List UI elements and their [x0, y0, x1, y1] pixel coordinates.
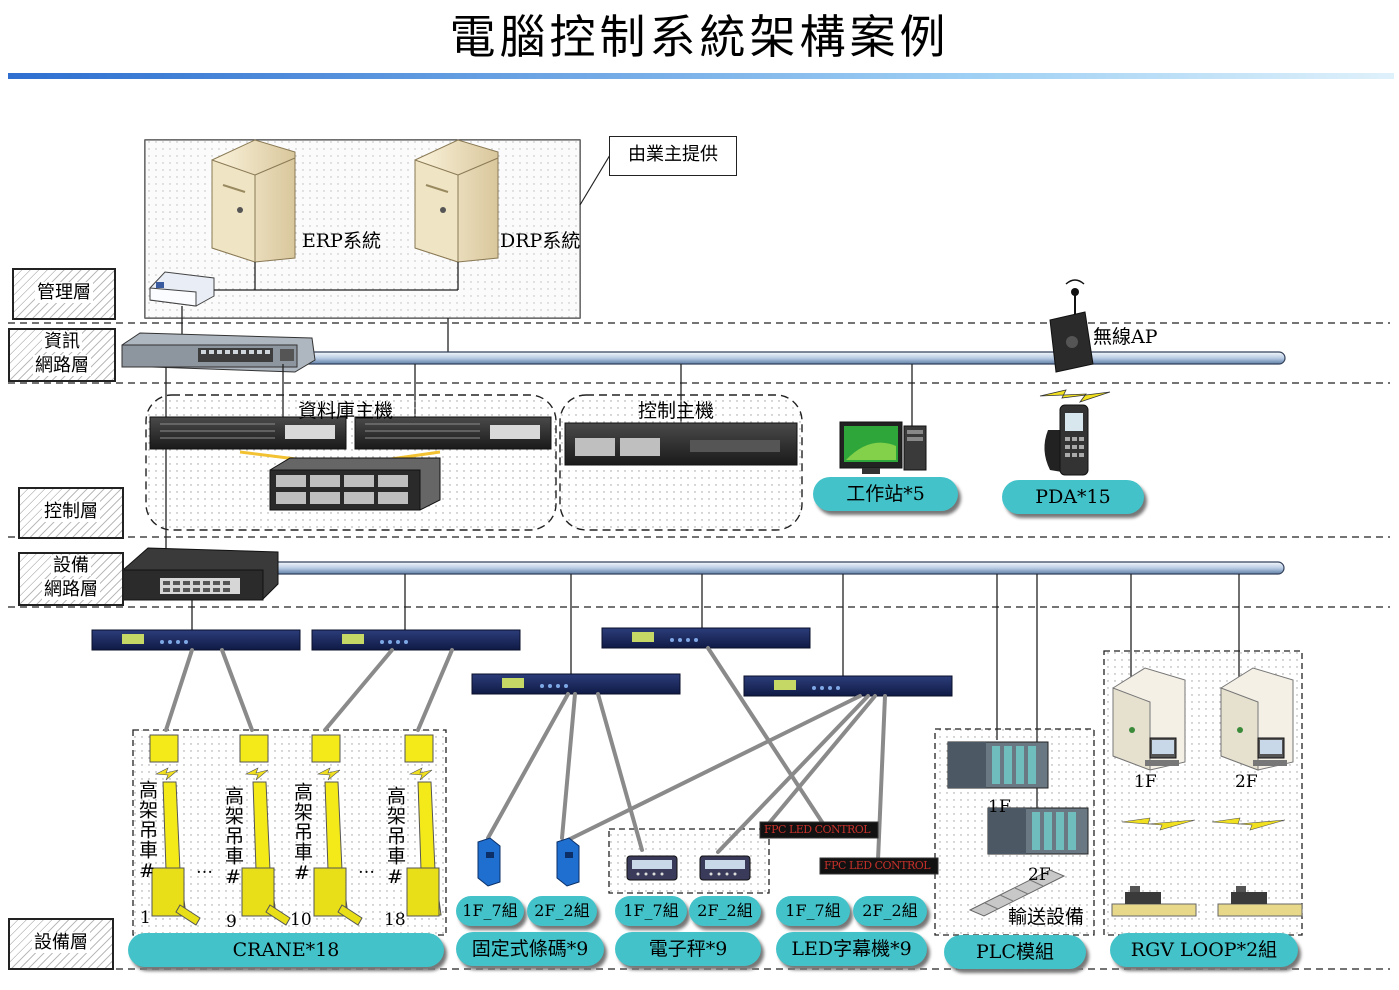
- scale-icon: [626, 855, 678, 881]
- crane-icon: [404, 734, 442, 917]
- plc-floor-label: 1F: [988, 797, 1011, 817]
- erp-label: ERP系統: [302, 230, 381, 252]
- info-network-bus: [299, 351, 1286, 365]
- conveyor-label: 輸送設備: [1008, 906, 1085, 928]
- crane-number: 1: [140, 908, 151, 928]
- switch-icon: [122, 547, 279, 601]
- conveyor-icon: [968, 869, 1066, 917]
- serial-device-server-icon: [311, 629, 521, 651]
- crane-icon: [239, 734, 291, 926]
- rgv-pill: RGV LOOP*2組: [1110, 933, 1298, 967]
- pc-tower-icon: [903, 425, 927, 471]
- rack-server-icon: [354, 416, 552, 450]
- storage-array-icon: [269, 457, 441, 511]
- control-layer-label: 控制層: [18, 487, 124, 539]
- crane-ellipsis: …: [196, 858, 213, 878]
- monitor-icon: [839, 421, 903, 474]
- rgv-icon: [1111, 886, 1197, 917]
- server-icon: [211, 139, 296, 263]
- serial-device-server-icon: [601, 627, 811, 649]
- plc-icon: [987, 807, 1089, 855]
- serial-device-server-icon: [471, 673, 681, 695]
- info-network-layer-label: 資訊網路層: [8, 328, 116, 382]
- scale-2f-pill: 2F_2組: [689, 896, 761, 926]
- drp-label: DRP系統: [500, 230, 581, 252]
- database-host-label: 資料庫主機: [298, 400, 394, 422]
- crane-label: 高架吊車#: [384, 786, 406, 889]
- management-layer-label: 管理層: [12, 268, 116, 320]
- pc-tower-icon: [1253, 737, 1287, 766]
- barcode-pill: 固定式條碼*9: [456, 932, 604, 966]
- crane-label: 高架吊車#: [291, 782, 313, 885]
- page-title: 電腦控制系統架構案例: [449, 10, 950, 64]
- plc-icon: [947, 741, 1049, 789]
- equipment-layer-label: 設備層: [8, 918, 114, 970]
- workstation-pill: 工作站*5: [813, 477, 958, 511]
- plc-floor-label: 2F: [1028, 865, 1051, 885]
- crane-ellipsis: …: [358, 858, 375, 878]
- control-host-label: 控制主機: [638, 400, 715, 422]
- scale-1f-pill: 1F_7組: [615, 896, 687, 926]
- layer-separators: [8, 322, 1390, 970]
- serial-device-server-icon: [91, 629, 301, 651]
- pc-tower-icon: [1145, 737, 1179, 766]
- led-sign-text: FPC LED CONTROL: [764, 823, 871, 836]
- plc-pill: PLC模組: [944, 935, 1086, 969]
- access-point-icon: [1049, 279, 1094, 373]
- crane-pill: CRANE*18: [128, 933, 444, 967]
- pda-pill: PDA*15: [1002, 480, 1144, 514]
- crane-number: 10: [290, 910, 312, 930]
- led-sign-icon: [759, 821, 879, 839]
- scale-pill: 電子秤*9: [615, 932, 761, 966]
- switch-icon: [149, 271, 215, 307]
- equipment-network-bus: [271, 561, 1285, 575]
- rack-server-icon: [149, 416, 347, 450]
- scale-icon: [699, 855, 751, 881]
- lightning-icon: [1121, 817, 1286, 831]
- led-pill: LED字幕機*9: [776, 932, 927, 966]
- barcode-2f-pill: 2F_2組: [527, 896, 597, 926]
- barcode-1f-pill: 1F_7組: [456, 896, 524, 926]
- led-1f-pill: 1F_7組: [776, 896, 850, 926]
- equipment-network-layer-label: 設備網路層: [18, 552, 124, 606]
- owner-provided-note: 由業主提供: [609, 136, 737, 176]
- barcode-scanner-icon: [556, 837, 580, 887]
- switch-icon: [121, 332, 316, 373]
- crane-icon: [311, 734, 363, 926]
- rgv-icon: [1217, 886, 1303, 917]
- rgv-floor-label: 2F: [1235, 772, 1258, 792]
- server-icon: [414, 139, 499, 263]
- wireless-ap-label: 無線AP: [1093, 326, 1158, 348]
- lightning-icon: [1039, 389, 1111, 403]
- led-sign-text: FPC LED CONTROL: [824, 859, 931, 872]
- crane-icon: [149, 734, 201, 926]
- led-2f-pill: 2F_2組: [853, 896, 927, 926]
- crane-label: 高架吊車#: [136, 780, 158, 883]
- crane-number: 9: [226, 912, 237, 932]
- lightning-icon: [154, 767, 433, 781]
- led-sign-icon: [819, 857, 939, 875]
- crane-number: 18: [384, 910, 406, 930]
- pda-icon: [1044, 404, 1089, 476]
- rgv-floor-label: 1F: [1134, 772, 1157, 792]
- rack-server-icon: [564, 422, 798, 466]
- serial-device-server-icon: [743, 675, 953, 697]
- crane-label: 高架吊車#: [222, 786, 244, 889]
- barcode-scanner-icon: [477, 837, 501, 887]
- title-underline: [8, 73, 1394, 79]
